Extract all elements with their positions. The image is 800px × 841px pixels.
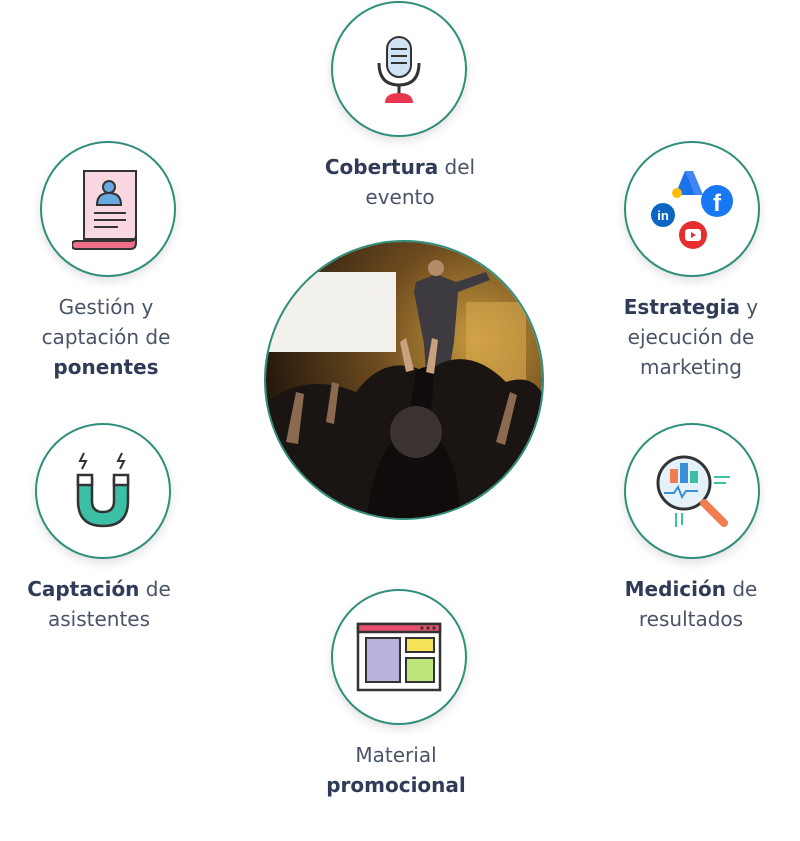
speaker-profile-icon <box>72 170 137 250</box>
cobertura-label: Cobertura del evento <box>300 152 500 212</box>
promocional-line1: Material <box>355 743 437 767</box>
microphone-icon <box>377 36 421 103</box>
marketing-line2: ejecución de <box>627 325 755 349</box>
ponentes-label: Gestión y captación de ponentes <box>6 292 206 382</box>
marketing-rest: y <box>740 295 759 319</box>
promocional-label: Material promocional <box>296 740 496 800</box>
asistentes-node <box>35 423 171 559</box>
asistentes-label: Captación de asistentes <box>0 574 198 634</box>
social-media-icon: f in <box>651 171 733 249</box>
ponentes-line1: Gestión y <box>58 295 154 319</box>
resultados-line2: resultados <box>638 607 744 631</box>
asistentes-line2: asistentes <box>47 607 151 631</box>
promocional-node <box>331 589 467 725</box>
ponentes-node <box>40 141 176 277</box>
marketing-node: f in <box>624 141 760 277</box>
event-photo <box>264 240 544 520</box>
analytics-search-icon <box>656 455 730 527</box>
ponentes-bold: ponentes <box>53 355 159 379</box>
resultados-label: Medición de resultados <box>591 574 791 634</box>
promocional-bold: promocional <box>326 773 466 797</box>
cobertura-node <box>331 1 467 137</box>
linkedin-letters: in <box>657 208 669 223</box>
facebook-letter: f <box>713 190 722 217</box>
marketing-bold: Estrategia <box>623 295 741 319</box>
magnet-icon <box>76 452 130 528</box>
marketing-label: Estrategia y ejecución de marketing <box>591 292 791 382</box>
asistentes-rest: de <box>139 577 171 601</box>
ponentes-line2: captación de <box>41 325 171 349</box>
marketing-line3: marketing <box>640 355 742 379</box>
resultados-node <box>624 423 760 559</box>
asistentes-bold: Captación <box>27 577 140 601</box>
cobertura-rest: del <box>438 155 476 179</box>
cobertura-line2: evento <box>365 185 435 209</box>
resultados-bold: Medición <box>624 577 726 601</box>
conference-audience-image <box>266 242 542 518</box>
cobertura-bold: Cobertura <box>324 155 439 179</box>
resultados-rest: de <box>725 577 758 601</box>
webpage-layout-icon <box>356 622 442 692</box>
